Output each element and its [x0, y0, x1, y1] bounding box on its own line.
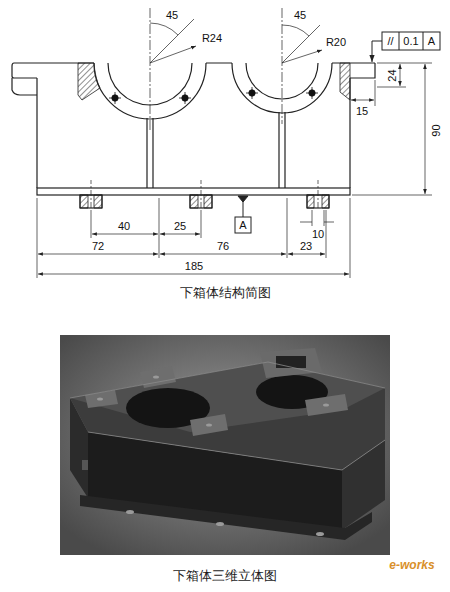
- radius-dimension: R20: [325, 37, 347, 48]
- watermark: e-works: [389, 559, 434, 571]
- three-d-view: [60, 335, 390, 555]
- tolerance-frame: [372, 32, 440, 62]
- height-dimension: 24: [387, 68, 398, 82]
- figure-caption: 下箱体结构简图: [180, 286, 271, 299]
- length-dimension: 23: [299, 241, 313, 252]
- overall-length: 185: [184, 261, 204, 272]
- hole-dimension: 10: [311, 229, 325, 240]
- figure-caption: 下箱体三维立体图: [173, 569, 277, 582]
- tolerance-value: 0.1: [403, 36, 418, 47]
- length-dimension: 72: [91, 241, 105, 252]
- angle-dimension: 45: [165, 10, 179, 21]
- datum-symbol: [235, 196, 251, 233]
- length-dimension: 76: [216, 241, 230, 252]
- radius-dimension: R24: [201, 33, 223, 44]
- dimension-lines: [37, 63, 432, 278]
- section-hatch: [78, 63, 350, 208]
- bolt-marks: [109, 87, 318, 104]
- parallelism-symbol: //: [387, 36, 393, 47]
- datum-reference: A: [428, 36, 435, 47]
- length-dimension: 25: [173, 221, 187, 232]
- height-dimension: 90: [431, 123, 442, 137]
- box-section-view: [12, 63, 375, 208]
- centre-lines: [91, 8, 322, 208]
- datum-label: A: [239, 220, 246, 231]
- length-dimension: 40: [117, 221, 131, 232]
- angle-dimension: 45: [293, 10, 307, 21]
- width-dimension: 15: [355, 106, 369, 117]
